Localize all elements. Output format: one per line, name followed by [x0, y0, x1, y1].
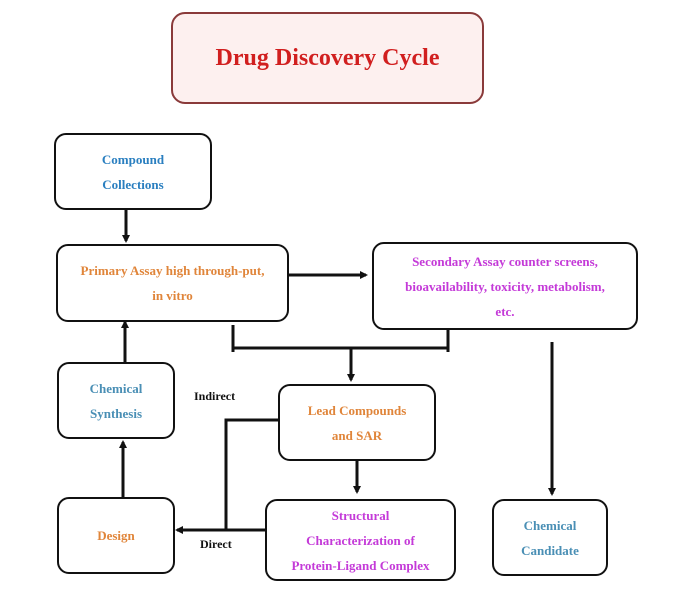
node-text: Candidate	[521, 542, 579, 558]
node-text: Chemical	[523, 517, 577, 533]
edge-label-indirect: Indirect	[194, 389, 236, 403]
node-text: Secondary Assay counter screens,	[412, 253, 598, 269]
node-design: Design	[57, 497, 175, 574]
node-text: bioavailability, toxicity, metabolism,	[405, 278, 605, 294]
node-text: Characterization of	[306, 532, 415, 548]
node-text: Primary Assay high through-put,	[80, 263, 265, 278]
node-text: Lead Compounds	[307, 402, 407, 418]
node-text: Chemical	[89, 380, 143, 396]
node-text: Synthesis	[89, 405, 143, 421]
edge-label-direct: Direct	[200, 537, 232, 551]
node-primary-assay: Primary Assay high through-put, in vitro	[56, 244, 289, 322]
line-lead-indirect	[224, 418, 278, 530]
node-text: Structural	[331, 507, 390, 523]
node-text: and SAR	[331, 427, 383, 443]
node-secondary-assay: Secondary Assay counter screens, bioavail…	[372, 242, 638, 330]
node-text: Compound	[101, 151, 165, 167]
title-text: Drug Discovery Cycle	[215, 44, 440, 71]
node-text: Collections	[102, 176, 164, 192]
node-text: Design	[97, 528, 135, 543]
node-text: etc.	[495, 303, 515, 319]
node-text: in vitro	[152, 288, 193, 303]
node-text: Protein-Ligand Complex	[291, 557, 430, 573]
diagram-title: Drug Discovery Cycle	[171, 12, 484, 104]
node-lead-compounds: Lead Compounds and SAR	[278, 384, 436, 461]
